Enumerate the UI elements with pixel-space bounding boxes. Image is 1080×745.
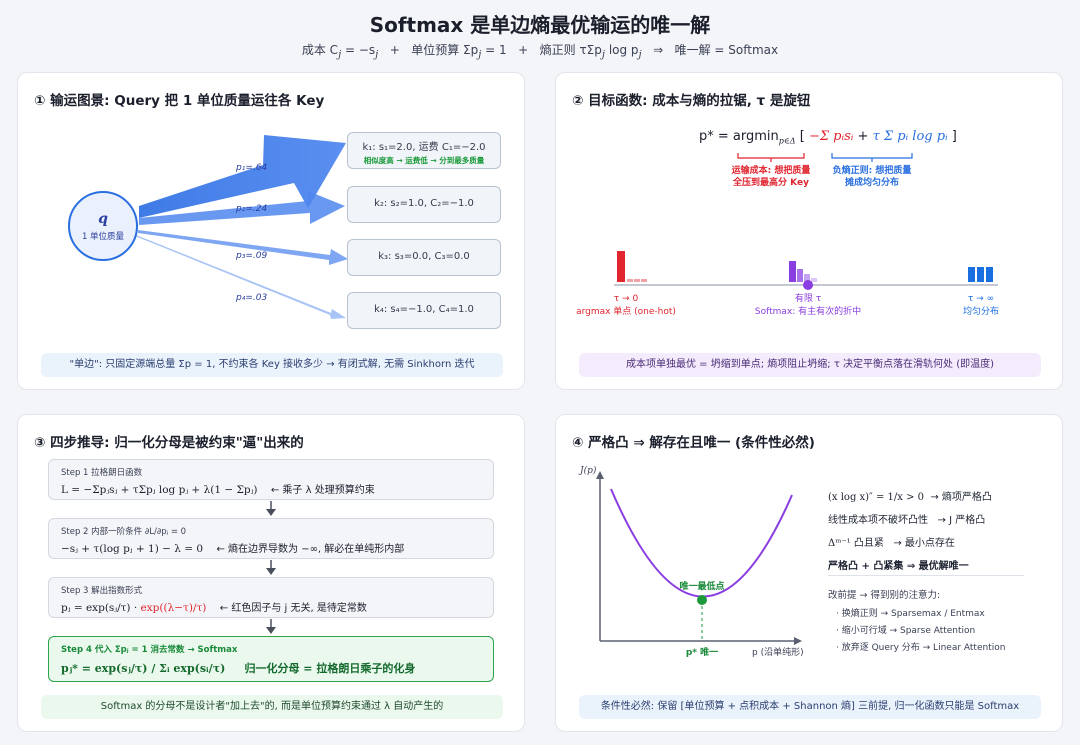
change-title: 改前提 → 得到别的注意力: <box>828 590 941 601</box>
change-3: · 放弃逐 Query 分布 → Linear Attention <box>836 643 1006 653</box>
onehot-bar-4 <box>641 279 647 282</box>
query-symbol: q <box>98 211 108 227</box>
change-2: · 缩小可行域 → Sparse Attention <box>836 626 976 636</box>
uniform-bar-3 <box>986 267 993 282</box>
objective-formula: p* = argminp∈Δ [ −Σ pᵢsᵢ + τ Σ pᵢ log pᵢ… <box>699 129 957 146</box>
slider-right-label: τ → ∞ 均匀分布 <box>962 294 999 317</box>
key-4-text: k₄: s₄=−1.0, C₄=1.0 <box>374 304 474 315</box>
fact-1: (x log x)″ = 1/x > 0 → 熵项严格凸 <box>828 492 992 503</box>
panel-transport: ① 输运图景: Query 把 1 单位质量运往各 Key q 1 单位质量 p… <box>17 72 525 390</box>
softmax-bar-1 <box>789 261 796 282</box>
softmax-bar-4 <box>811 278 817 282</box>
cost-note: 运输成本: 想把质量 全压到最高分 Key <box>731 166 811 188</box>
step-arrow-1 <box>266 501 276 516</box>
objective-braces <box>614 153 998 290</box>
key-1-text: k₁: s₁=2.0, 运费 C₁=−2.0 <box>362 142 486 153</box>
key-box-2: k₂: s₂=1.0, C₂=−1.0 <box>347 186 501 223</box>
fact-divider <box>828 575 1024 576</box>
entropy-note: 负熵正则: 想把质量 摊成均匀分布 <box>832 166 912 188</box>
flow-arrow-4 <box>135 235 346 319</box>
step-3: Step 3 解出指数形式 pⱼ = exp(sⱼ/τ) · exp((λ−τ)… <box>48 577 494 618</box>
uniform-bar-2 <box>977 267 984 282</box>
key-box-3: k₃: s₃=0.0, C₃=0.0 <box>347 239 501 276</box>
flow-arrow-1 <box>139 135 346 218</box>
page-subtitle: 成本 Cj = −sj + 单位预算 Σpj = 1 + 熵正则 τΣpj lo… <box>301 43 779 61</box>
objective-curve <box>610 488 793 598</box>
transport-diagram: q 1 单位质量 p₁=.64 p₂=.24 p₃=.09 p₄=.03 <box>68 135 348 319</box>
step-1: Step 1 拉格朗日函数 L = −Σpⱼsⱼ + τΣpⱼ log pⱼ +… <box>48 459 494 500</box>
query-node <box>68 191 138 261</box>
key-box-4: k₄: s₄=−1.0, C₄=1.0 <box>347 292 501 329</box>
softmax-bar-2 <box>797 269 803 282</box>
panel-convexity-footer: 条件性必然: 保留 [单位预算 + 点积成本 + Shannon 熵] 三前提,… <box>579 695 1041 719</box>
panel-derivation-footer: Softmax 的分母不是设计者"加上去"的, 而是单位预算约束通过 λ 自动产… <box>41 695 503 719</box>
panel-derivation: ③ 四步推导: 归一化分母是被约束"逼"出来的 Step 1 拉格朗日函数 L … <box>17 414 525 732</box>
panel-objective: ② 目标函数: 成本与熵的拉锯, τ 是旋钮 p* = argminp∈Δ [ … <box>555 72 1063 390</box>
key-1-note: 相似度高 → 运费低 → 分到最多质量 <box>363 156 485 165</box>
key-box-1: k₁: s₁=2.0, 运费 C₁=−2.0 相似度高 → 运费低 → 分到最多… <box>347 132 501 169</box>
uniform-bar-1 <box>968 267 975 282</box>
min-point <box>697 595 707 605</box>
key-2-text: k₂: s₂=1.0, C₂=−1.0 <box>374 198 474 209</box>
step-arrow-3 <box>266 619 276 634</box>
fact-3: Δᵐ⁻¹ 凸且紧 → 最小点存在 <box>828 538 955 549</box>
panel-transport-title: ① 输运图景: Query 把 1 单位质量运往各 Key <box>34 93 325 109</box>
flow-arrow-2 <box>139 191 345 225</box>
y-axis-label: J(p) <box>578 465 597 476</box>
flow-label-2: p₂=.24 <box>235 204 267 214</box>
panel-objective-footer: 成本项单独最优 = 坍缩到单点; 熵项阻止坍缩; τ 决定平衡点落在滑轨何处 (… <box>579 353 1041 377</box>
panel-convexity: ④ 严格凸 ⇒ 解存在且唯一 (条件性必然) J(p) 唯一最低点 p* 唯一 … <box>555 414 1063 732</box>
slider-left-label: τ → 0 argmax 单点 (one-hot) <box>576 294 676 317</box>
slider-mid-label: 有限 τ Softmax: 有主有次的折中 <box>754 294 862 317</box>
panel-derivation-title: ③ 四步推导: 归一化分母是被约束"逼"出来的 <box>34 435 304 451</box>
flow-label-1: p₁=.64 <box>235 163 267 173</box>
x-axis-label: p (沿单纯形) <box>752 646 804 658</box>
convexity-conclusion: 严格凸 + 凸紧集 ⇒ 最优解唯一 <box>828 561 969 572</box>
onehot-bar-2 <box>627 279 633 282</box>
convexity-plot: J(p) 唯一最低点 p* 唯一 p (沿单纯形) <box>578 465 804 658</box>
flow-label-4: p₄=.03 <box>235 293 267 303</box>
panel-objective-title: ② 目标函数: 成本与熵的拉锯, τ 是旋钮 <box>572 93 811 109</box>
panel-convexity-title: ④ 严格凸 ⇒ 解存在且唯一 (条件性必然) <box>572 435 815 451</box>
key-3-text: k₃: s₃=0.0, C₃=0.0 <box>378 251 470 262</box>
step-arrow-2 <box>266 560 276 575</box>
slider-knob[interactable] <box>803 280 813 290</box>
onehot-bar-main <box>617 251 625 282</box>
flow-label-3: p₃=.09 <box>235 251 267 261</box>
onehot-bar-3 <box>634 279 640 282</box>
page-title: Softmax 是单边熵最优输运的唯一解 <box>369 13 711 37</box>
query-label: 1 单位质量 <box>82 231 125 242</box>
pstar-label: p* 唯一 <box>686 646 718 658</box>
flow-arrow-3 <box>138 230 348 265</box>
min-label: 唯一最低点 <box>679 580 724 592</box>
panel-transport-footer: "单边": 只固定源端总量 Σp = 1, 不约束各 Key 接收多少 → 有闭… <box>41 353 503 377</box>
change-1: · 换熵正则 → Sparsemax / Entmax <box>836 609 985 619</box>
softmax-bar-3 <box>804 274 810 282</box>
step-2: Step 2 内部一阶条件 ∂L/∂pⱼ = 0 −sⱼ + τ(log pⱼ … <box>48 518 494 559</box>
step-4: Step 4 代入 Σpⱼ = 1 消去常数 → Softmax pⱼ* = e… <box>48 636 494 682</box>
fact-2: 线性成本项不破坏凸性 → J 严格凸 <box>828 515 986 526</box>
